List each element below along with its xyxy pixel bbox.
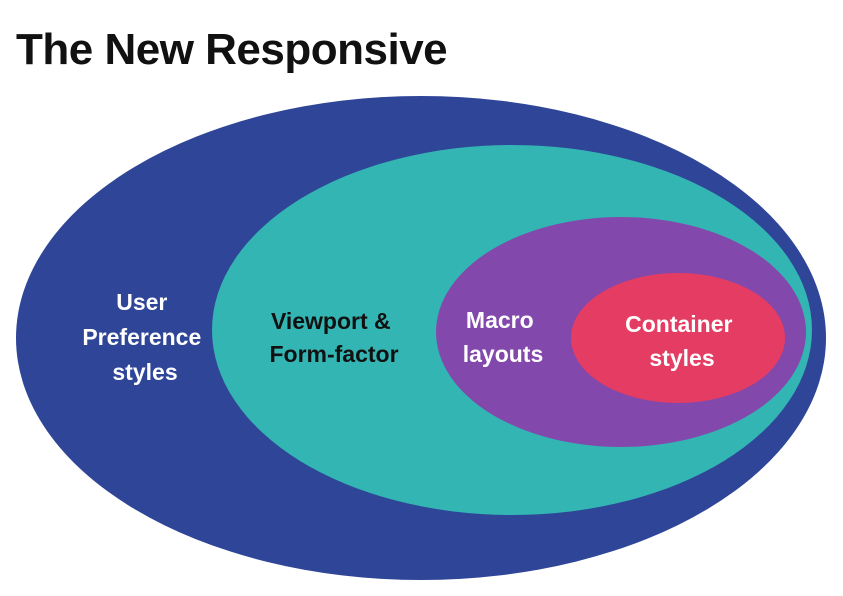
container-styles-label: Container styles <box>625 311 739 371</box>
container-styles-label-line-1: Container <box>625 311 732 337</box>
container-styles-ellipse <box>571 273 785 403</box>
viewport-label-line-2: Form-factor <box>269 341 398 367</box>
macro-layouts-label-line-2: layouts <box>463 341 544 367</box>
user-preference-label: User Preference styles <box>82 289 207 385</box>
viewport-label: Viewport & Form-factor <box>269 308 398 367</box>
macro-layouts-label-line-1: Macro <box>466 307 534 333</box>
viewport-label-line-1: Viewport & <box>271 308 391 334</box>
container-styles-label-line-2: styles <box>649 345 714 371</box>
user-preference-label-line-2: Preference <box>82 324 201 350</box>
user-preference-label-line-3: styles <box>112 359 177 385</box>
user-preference-label-line-1: User <box>116 289 167 315</box>
diagram-title: The New Responsive <box>16 25 448 74</box>
macro-layouts-label: Macro layouts <box>463 307 544 367</box>
